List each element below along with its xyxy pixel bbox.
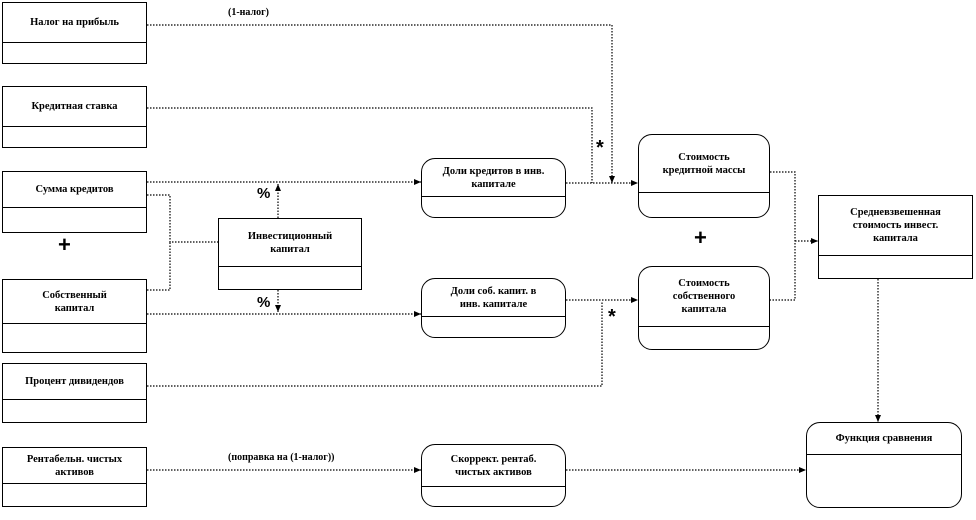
label-correction: (поправка на (1-налог)) [228,452,335,463]
edge-rate-debtcost [147,107,593,183]
node-invcap-label: Инвестиционный капитал [219,219,361,267]
node-rate-label: Кредитная ставка [3,87,146,127]
node-equity-label: Собственный капитал [3,280,146,324]
node-compare[interactable]: Функция сравнения [806,422,962,508]
node-compare-label: Функция сравнения [807,423,961,455]
node-eqcost[interactable]: Стоимость собственного капитала [638,266,770,350]
edge-equity-invcap [147,242,171,291]
node-eqshare-label: Доли соб. капит. в инв. капитале [422,279,565,317]
edge-debtcost-wacc [770,171,796,301]
node-debtcost-label: Стоимость кредитной массы [639,135,769,193]
edge-loans-invcap [147,194,218,243]
plus-symbol-costs: + [694,225,707,250]
node-loans-label: Сумма кредитов [3,172,146,208]
times-symbol-equity: * [608,306,616,328]
times-symbol-debt: * [596,137,604,159]
node-tax[interactable]: Налог на прибыль [2,2,147,64]
plus-symbol-inputs: + [58,232,71,257]
label-tax-factor: (1-налог) [228,7,269,18]
node-eqshare[interactable]: Доли соб. капит. в инв. капитале [421,278,566,338]
node-adjroa-label: Скоррект. рентаб. чистых активов [422,445,565,487]
edge-tax-debtcost [147,24,615,183]
node-roa[interactable]: Рентабельн. чистых активов [2,447,147,507]
node-invcap[interactable]: Инвестиционный капитал [218,218,362,290]
node-dividend-label: Процент дивидендов [3,364,146,400]
percent-symbol-bottom: % [257,294,271,311]
percent-symbol-top: % [257,185,271,202]
node-eqcost-label: Стоимость собственного капитала [639,267,769,327]
node-debtshare[interactable]: Доли кредитов в инв. капитале [421,158,566,218]
node-wacc-label: Средневзвешенная стоимость инвест. капит… [819,196,972,256]
node-dividend[interactable]: Процент дивидендов [2,363,147,423]
node-tax-label: Налог на прибыль [3,3,146,43]
node-loans[interactable]: Сумма кредитов [2,171,147,233]
node-wacc[interactable]: Средневзвешенная стоимость инвест. капит… [818,195,973,279]
node-debtshare-label: Доли кредитов в инв. капитале [422,159,565,197]
edge-dividend-eqcost [147,302,603,387]
node-rate[interactable]: Кредитная ставка [2,86,147,148]
node-adjroa[interactable]: Скоррект. рентаб. чистых активов [421,444,566,507]
node-equity[interactable]: Собственный капитал [2,279,147,353]
node-debtcost[interactable]: Стоимость кредитной массы [638,134,770,218]
node-roa-label: Рентабельн. чистых активов [3,448,146,484]
